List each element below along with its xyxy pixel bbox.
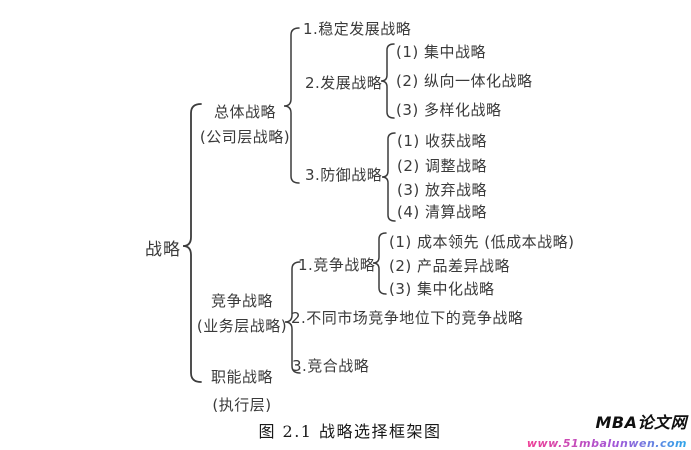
watermark-brand: MBA论文网 — [595, 413, 687, 432]
figure-caption: 图 2.1 战略选择框架图 — [258, 422, 442, 441]
node-competitive-strategy-line2: (业务层战略) — [196, 317, 288, 335]
brace-competition-children — [372, 232, 387, 295]
node-development-strategy: 2.发展战略 — [305, 74, 383, 92]
node-adjustment-strategy: (2) 调整战略 — [397, 157, 488, 175]
node-competition-strategy: 1.竞争战略 — [298, 256, 376, 274]
node-focus-strategy: (3) 集中化战略 — [389, 280, 495, 298]
node-functional-strategy-line1: 职能战略 — [210, 368, 273, 386]
node-defense-strategy: 3.防御战略 — [305, 166, 383, 184]
node-coopetition-strategy: 3.竞合战略 — [292, 357, 370, 375]
node-abandonment-strategy: (3) 放弃战略 — [397, 181, 488, 199]
node-market-position-strategy: 2.不同市场竞争地位下的竞争战略 — [291, 309, 524, 327]
brace-business — [284, 261, 301, 374]
node-harvest-strategy: (1) 收获战略 — [397, 132, 488, 150]
node-product-differentiation-strategy: (2) 产品差异战略 — [389, 257, 511, 275]
brace-defense-children — [381, 132, 396, 222]
node-root-strategy: 战略 — [145, 240, 181, 260]
node-cost-leadership-strategy: (1) 成本领先 (低成本战略) — [389, 233, 575, 251]
node-vertical-integration-strategy: (2) 纵向一体化战略 — [396, 72, 533, 90]
watermark-url: www.51mbalunwen.com — [527, 435, 687, 450]
node-competitive-strategy-line1: 竞争战略 — [210, 292, 273, 310]
brace-corporate — [283, 27, 300, 184]
node-concentration-strategy: (1) 集中战略 — [396, 43, 487, 61]
node-functional-strategy-line2: (执行层) — [212, 396, 272, 414]
node-stable-development-strategy: 1.稳定发展战略 — [303, 20, 412, 38]
brace-development-children — [380, 43, 395, 119]
node-overall-strategy-line2: (公司层战略) — [199, 128, 291, 146]
brace-root — [182, 103, 202, 383]
node-liquidation-strategy: (4) 清算战略 — [397, 203, 488, 221]
node-diversification-strategy: (3) 多样化战略 — [396, 101, 502, 119]
node-overall-strategy-line1: 总体战略 — [213, 103, 276, 121]
